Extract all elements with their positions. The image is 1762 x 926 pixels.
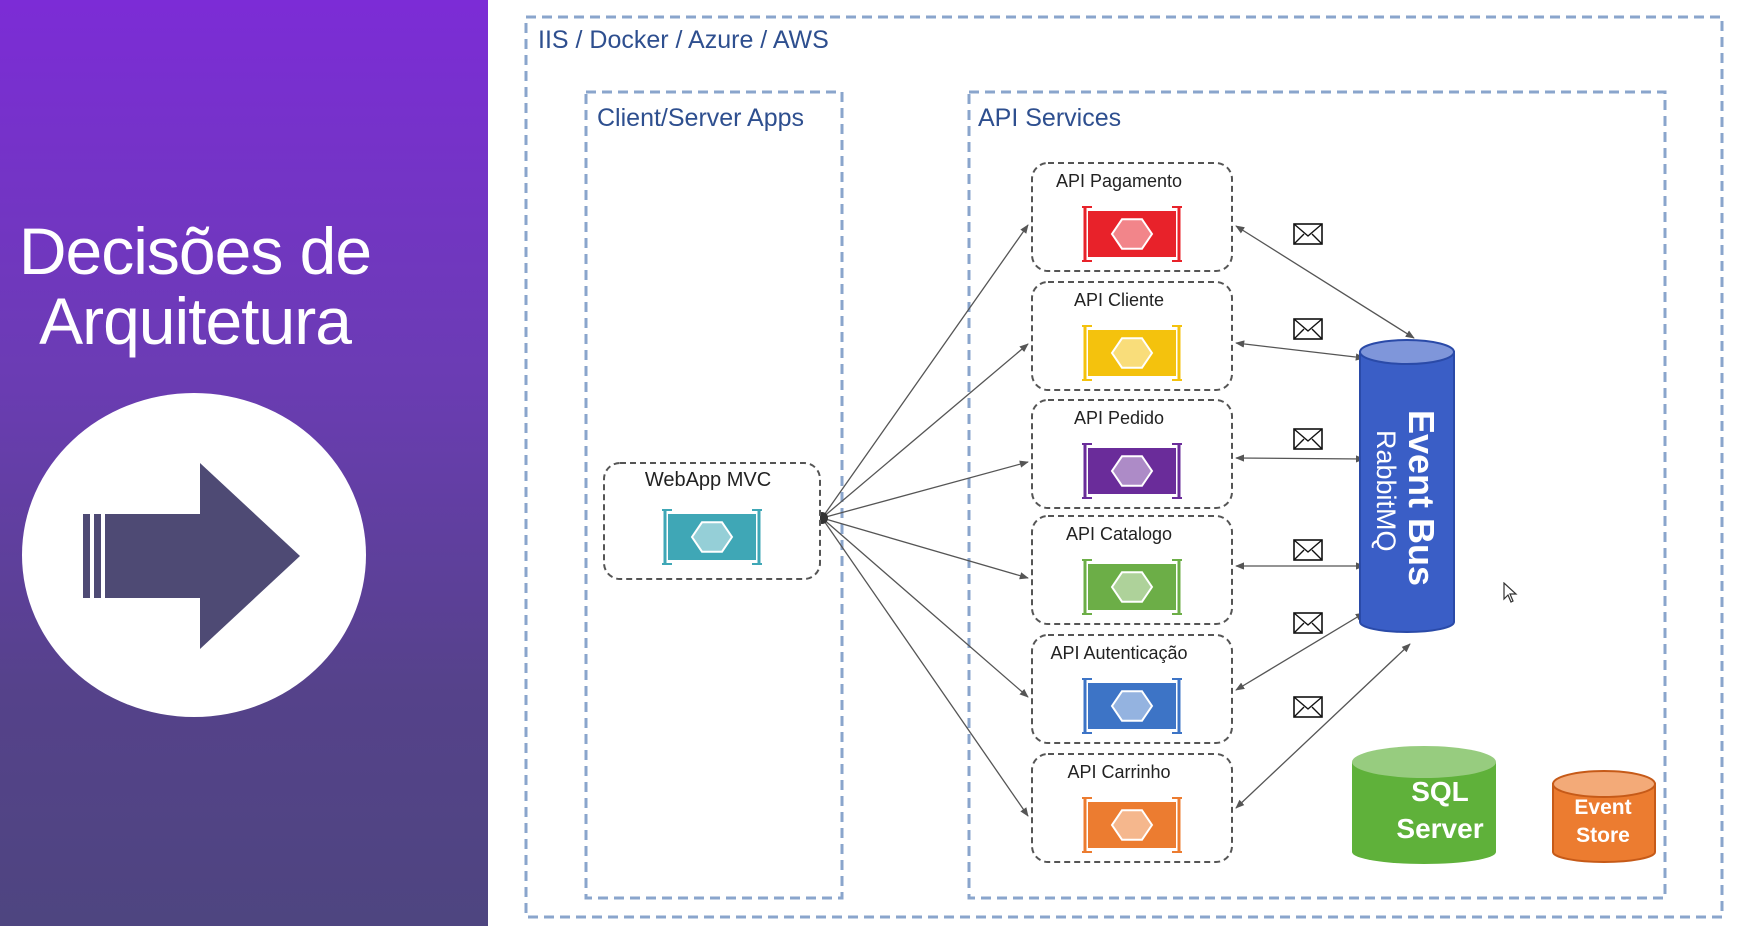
api-label-autenticacao: API Autenticação [1050,643,1188,663]
api-group-frame [967,90,1667,900]
event-bus-title: Event Bus [1401,410,1442,587]
event-store-cylinder-top [1552,770,1656,798]
link-webapp-to-autenticacao [821,517,1029,698]
link-carrinho-to-bus [1235,643,1411,809]
api-service-icon-catalogo [1082,559,1182,615]
link-webapp-to-pagamento [821,224,1029,519]
client-group-frame [584,90,844,900]
architecture-diagram: IIS / Docker / Azure / AWS Client/Server… [488,0,1762,926]
envelope-icon [1293,318,1323,340]
sql-server-cylinder-top [1352,746,1496,778]
event-store-cylinder [1552,783,1656,863]
hosting-label: IIS / Docker / Azure / AWS [538,26,829,54]
api-service-icon-autenticacao [1082,678,1182,734]
api-group-label: API Services [978,104,1122,132]
event-store-line1: Event [1574,796,1632,819]
envelope-icon [1293,539,1323,561]
slide-title-line2: Arquitetura [39,284,352,358]
sql-server-cylinder [1352,762,1496,864]
link-cliente-to-bus [1235,340,1365,361]
envelope-icon [1293,223,1323,245]
api-service-icon-cliente [1082,325,1182,381]
link-webapp-to-carrinho [821,517,1029,817]
api-service-icon-pedido [1082,443,1182,499]
link-webapp-to-pedido [821,460,1029,519]
slide-title-line1: Decisões de [18,214,372,288]
api-label-pagamento: API Pagamento [1055,171,1183,191]
mouse-cursor-icon [1503,582,1518,603]
hosting-frame [524,15,1724,919]
slide-sidebar: Decisões de Arquitetura [0,0,488,926]
api-label-cliente: API Cliente [1073,290,1165,310]
api-service-icon-pagamento [1082,206,1182,262]
webapp-label: WebApp MVC [644,469,772,491]
link-pedido-to-bus [1235,454,1365,463]
arrow-right-icon [83,463,300,649]
event-bus-cylinder-top [1359,339,1455,365]
client-group-label: Client/Server Apps [597,104,805,132]
api-label-carrinho: API Carrinho [1067,762,1171,782]
event-bus-cylinder [1359,351,1455,633]
envelope-icon [1293,612,1323,634]
webapp-service-icon [662,509,762,565]
api-service-icon-carrinho [1082,797,1182,853]
sql-server-line1: SQL [1411,776,1469,807]
link-webapp-to-cliente [821,343,1029,519]
link-webapp-to-catalogo [821,517,1029,580]
envelope-icon [1293,428,1323,450]
api-label-pedido: API Pedido [1073,408,1165,428]
event-store-line2: Store [1576,824,1630,847]
link-pagamento-to-bus [1235,225,1415,339]
envelope-icon [1293,696,1323,718]
api-label-catalogo: API Catalogo [1065,524,1173,544]
event-bus-subtitle: RabbitMQ [1371,430,1401,552]
arrow-circle [22,393,366,717]
sql-server-line2: Server [1396,813,1484,844]
